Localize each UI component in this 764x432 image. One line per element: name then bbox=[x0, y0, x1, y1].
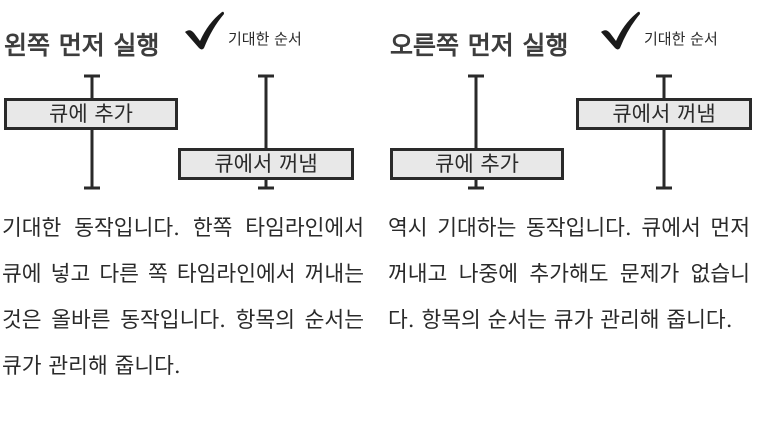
left-first-panel: 왼쪽 먼저 실행 기대한 순서 큐에 추가 큐에서 꺼냄 기대한 동작입니다. … bbox=[0, 0, 370, 432]
enqueue-box: 큐에 추가 bbox=[390, 148, 564, 180]
expected-order-note: 기대한 순서 bbox=[644, 30, 718, 48]
description: 기대한 동작입니다. 한쪽 타임라인에서 큐에 넣고 다른 쪽 타임라인에서 꺼… bbox=[2, 216, 364, 379]
right-first-panel: 오른쪽 먼저 실행 기대한 순서 큐에서 꺼냄 큐에 추가 역시 기대하는 동작… bbox=[386, 0, 756, 432]
checkmark-icon bbox=[185, 11, 224, 50]
dequeue-box: 큐에서 꺼냄 bbox=[576, 98, 752, 130]
description: 역시 기대하는 동작입니다. 큐에서 먼저 꺼내고 나중에 추가해도 문제가 없… bbox=[388, 216, 750, 333]
panel-title: 왼쪽 먼저 실행 bbox=[4, 31, 160, 60]
checkmark-icon bbox=[601, 11, 640, 50]
dequeue-box: 큐에서 꺼냄 bbox=[178, 148, 354, 180]
expected-order-note: 기대한 순서 bbox=[228, 30, 302, 48]
enqueue-box: 큐에 추가 bbox=[4, 98, 178, 130]
panel-title: 오른쪽 먼저 실행 bbox=[390, 31, 569, 60]
